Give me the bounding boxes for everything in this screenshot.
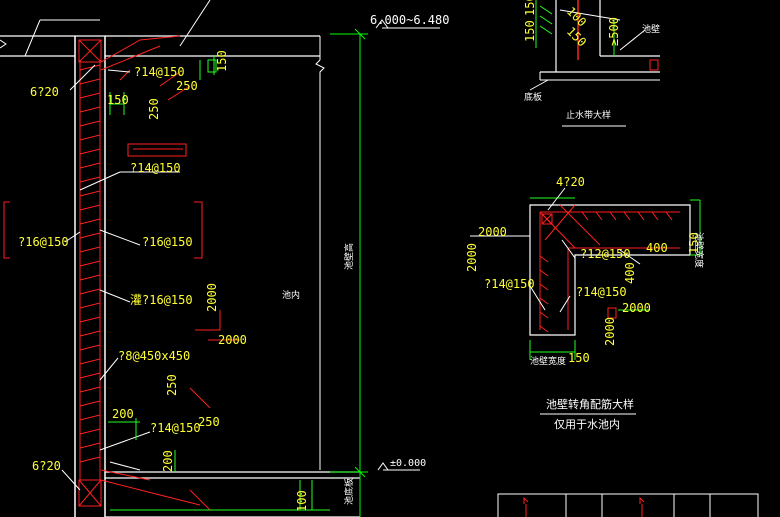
stirrup-tick bbox=[79, 120, 101, 127]
corner-tick bbox=[581, 211, 589, 221]
mid-tie-label: ?14@150 bbox=[130, 161, 181, 175]
corner-inner-bar: ?12@150 bbox=[580, 247, 631, 261]
waterstop-note-bottom: 底板 bbox=[524, 91, 542, 103]
corner-dim-2000-h: 2000 bbox=[478, 225, 507, 239]
dim-250-b: 250 bbox=[198, 415, 220, 429]
corner-tick bbox=[539, 297, 549, 305]
dim-250-vertical: 250 bbox=[165, 374, 179, 396]
top-dim-250a: 250 bbox=[176, 79, 198, 93]
waterstop-note-right: 池壁 bbox=[642, 23, 660, 35]
corner-tick bbox=[637, 211, 645, 221]
right-wall-bar-label: ?16@150 bbox=[142, 235, 193, 249]
stirrup-tick bbox=[79, 358, 101, 365]
stirrup-tick bbox=[79, 92, 101, 99]
waterstop-dim-150b: 150 bbox=[523, 20, 537, 42]
stirrup-tick bbox=[79, 442, 101, 449]
corner-tick bbox=[539, 269, 549, 277]
stirrup-tick bbox=[79, 428, 101, 435]
waterstop-dim-100b: 150 bbox=[564, 24, 589, 49]
corner-tick bbox=[623, 211, 631, 221]
waterstop-caption: 止水带大样 bbox=[566, 109, 611, 121]
stirrup-tick bbox=[79, 176, 101, 183]
elevation-range: 6.000~6.480 bbox=[370, 13, 449, 27]
stirrup-tick bbox=[79, 456, 101, 463]
stirrup-tick bbox=[79, 414, 101, 421]
stirrup-tick bbox=[79, 400, 101, 407]
opening-label: ?8@450x450 bbox=[118, 349, 190, 363]
stirrup-tick bbox=[79, 64, 101, 71]
corner-dim-2000-v: 2000 bbox=[465, 243, 479, 272]
stirrup-tick bbox=[79, 162, 101, 169]
dim-200-a: 200 bbox=[112, 407, 134, 421]
bottom-right-frame bbox=[497, 493, 759, 517]
stirrup-tick bbox=[79, 148, 101, 155]
corner-caption-1: 池壁转角配筋大样 bbox=[546, 397, 634, 411]
stirrup-tick bbox=[79, 330, 101, 337]
top-bars-label: 6?20 bbox=[30, 85, 59, 99]
corner-bottom-note: 池壁宽度 bbox=[530, 355, 566, 367]
corner-tick bbox=[539, 283, 549, 291]
corner-dim-400-h: 400 bbox=[646, 241, 668, 255]
elevation-zero: ±0.000 bbox=[390, 458, 426, 469]
top-tie-label: ?14@150 bbox=[134, 65, 185, 79]
corner-dim-150-v: 150 bbox=[687, 232, 701, 254]
hole-2000-horizontal: 2000 bbox=[218, 333, 247, 347]
stirrup-tick bbox=[79, 246, 101, 253]
left-dim-150: 150 bbox=[107, 93, 129, 107]
bottom-bars-label: 6?20 bbox=[32, 459, 61, 473]
fill-note-label: 灌?16@150 bbox=[130, 293, 193, 307]
corner-dim-2000-b-v: 2000 bbox=[603, 317, 617, 346]
stirrup-tick bbox=[79, 274, 101, 281]
dim-100: 100 bbox=[295, 490, 309, 512]
corner-tick bbox=[609, 211, 617, 221]
corner-caption-2: 仅用于水池内 bbox=[554, 417, 620, 431]
corner-top-bars: 4?20 bbox=[556, 175, 585, 189]
pool-inside-label: 池内 bbox=[282, 289, 300, 301]
base-note: 池底板 bbox=[343, 478, 355, 505]
stirrup-tick bbox=[79, 344, 101, 351]
corner-side-note: 池壁宽度 bbox=[693, 232, 705, 268]
stirrup-tick bbox=[79, 134, 101, 141]
waterstop-dim-150a: 150 bbox=[523, 0, 537, 16]
corner-detail: 4?20 2000 2000 ?12@150 400 400 150 ?14@1… bbox=[465, 175, 705, 431]
waterstop-detail: 150 150 100 150 ≥500 池壁 底板 止水带大样 bbox=[523, 0, 660, 127]
stirrup-tick bbox=[79, 190, 101, 197]
stirrup-tick bbox=[79, 232, 101, 239]
corner-tick bbox=[595, 211, 603, 221]
corner-tick bbox=[539, 255, 549, 263]
corner-tick bbox=[539, 325, 549, 333]
stirrup-tick bbox=[79, 302, 101, 309]
corner-dim-400-v: 400 bbox=[623, 262, 637, 284]
bottom-tie-label: ?14@150 bbox=[150, 421, 201, 435]
stirrup-tick bbox=[79, 106, 101, 113]
corner-tie-b: ?14@150 bbox=[576, 285, 627, 299]
stirrup-tick bbox=[79, 372, 101, 379]
corner-tick bbox=[539, 311, 549, 319]
top-dim-150: 150 bbox=[215, 50, 229, 72]
stirrup-tick bbox=[79, 218, 101, 225]
stirrup-tick bbox=[79, 204, 101, 211]
corner-tick bbox=[665, 211, 673, 221]
stirrup-tick bbox=[79, 288, 101, 295]
waterstop-dim-500: ≥500 bbox=[607, 17, 621, 46]
corner-tie-a: ?14@150 bbox=[484, 277, 535, 291]
stirrup-tick bbox=[79, 78, 101, 85]
hole-2000-vertical: 2000 bbox=[205, 283, 219, 312]
corner-dim-2000-b-h: 2000 bbox=[622, 301, 651, 315]
stirrup-tick bbox=[79, 316, 101, 323]
left-wall-section: 6.000~6.480 ±0.000 池壁高 池底板 池内 bbox=[0, 0, 449, 517]
stirrup-tick bbox=[79, 260, 101, 267]
corner-dim-150-bottom: 150 bbox=[568, 351, 590, 365]
dim-200-b: 200 bbox=[161, 450, 175, 472]
wall-height-label: 池壁高 bbox=[343, 243, 355, 270]
left-wall-bar-label: ?16@150 bbox=[18, 235, 69, 249]
stirrup-tick bbox=[79, 386, 101, 393]
corner-tick bbox=[651, 211, 659, 221]
top-dim-250b: 250 bbox=[147, 98, 161, 120]
